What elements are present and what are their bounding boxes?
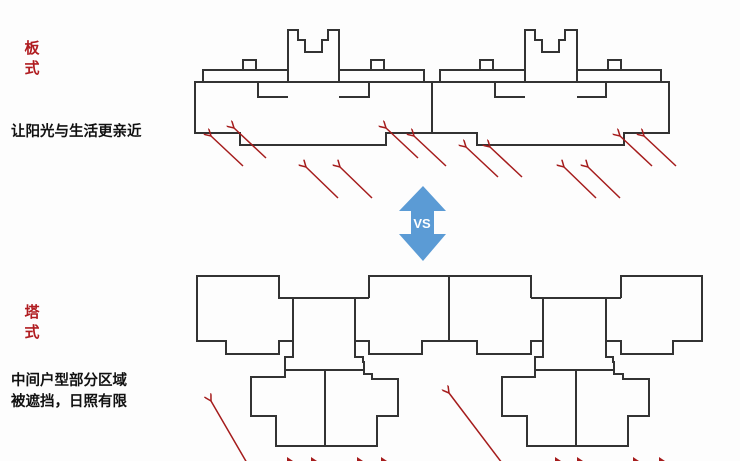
tower-description-line-2: 被遮挡，日照有限	[11, 394, 127, 410]
sunlight-arrow	[211, 401, 247, 461]
tower-unit-d	[606, 275, 703, 355]
sunlight-arrow	[490, 147, 523, 178]
sunlight-arrow	[211, 136, 244, 167]
sunlight-arrow	[414, 136, 447, 167]
sunlight-arrow	[466, 147, 499, 178]
sunlight-arrow	[588, 167, 621, 199]
sunlight-arrow	[306, 167, 339, 199]
sunlight-arrow	[620, 136, 653, 167]
slab-type-label: 板 式	[22, 38, 42, 78]
sunlight-arrows-slab	[211, 128, 677, 199]
tower-unit-a	[196, 275, 293, 355]
slab-unit-left	[194, 29, 433, 146]
slab-building-plan	[194, 29, 670, 146]
tower-core-2	[531, 297, 621, 371]
tower-description-line-1: 中间户型部分区域	[11, 373, 127, 389]
sunlight-arrow-tips	[287, 457, 665, 461]
tower-unit-b-c	[355, 275, 543, 355]
sunlight-arrow	[234, 128, 267, 159]
sunlight-arrow	[340, 167, 373, 199]
sunlight-arrow	[449, 393, 502, 461]
tower-label-char-1: 塔	[24, 303, 40, 321]
tower-lower-pair-1	[250, 370, 399, 447]
slab-description: 让阳光与生活更亲近	[11, 124, 142, 140]
tower-label-char-2: 式	[24, 323, 40, 341]
vs-double-arrow-icon: VS	[399, 186, 446, 261]
tower-building-plan	[196, 275, 703, 447]
sunlight-arrow	[644, 136, 677, 167]
sunlight-arrow	[564, 167, 597, 199]
sunlight-arrows-tower	[211, 393, 665, 461]
sunlight-arrow	[386, 128, 419, 159]
tower-type-label: 塔 式	[22, 302, 42, 342]
vs-label: VS	[413, 216, 431, 231]
slab-label-char-1: 板	[24, 39, 40, 57]
tower-description: 中间户型部分区域 被遮挡，日照有限	[11, 371, 127, 413]
tower-core-1	[279, 297, 369, 371]
slab-unit-right	[432, 29, 670, 146]
tower-lower-pair-2	[501, 370, 650, 447]
slab-label-char-2: 式	[24, 59, 40, 77]
